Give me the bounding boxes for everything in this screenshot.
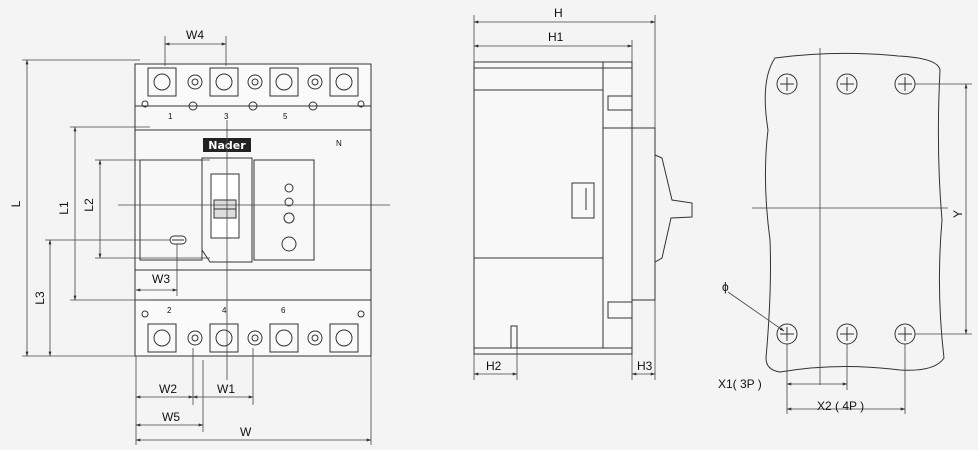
bottom-terminal-block [134,299,372,357]
accessory-panel [253,159,315,261]
terminal-label-3: 3 [224,112,229,121]
mounting-dimensions [727,48,972,414]
terminal-label-5: 5 [283,112,288,121]
dim-H1: H1 [548,30,564,44]
terminal-label-4: 4 [222,306,227,315]
terminal-label-1: 1 [168,112,173,121]
side-dimensions [473,15,656,380]
dim-W1: W1 [217,382,235,396]
front-dimensions [22,36,390,445]
indicator-1 [284,183,294,193]
front-view [134,63,372,357]
top-terminal-block [134,63,372,107]
dim-H3: H3 [637,359,653,373]
terminal-label-2: 2 [167,306,172,315]
dim-X2: X2 ( 4P ) [817,399,864,413]
mounting-plate-outline [764,52,945,373]
side-view [473,61,693,355]
mounting-holes [776,73,916,345]
dim-X1: X1( 3P ) [718,377,762,391]
handle-housing [201,157,253,263]
reset-button[interactable] [281,236,297,252]
side-handle [654,154,693,263]
dim-L: L [9,200,23,207]
terminal-label-6: 6 [281,306,286,315]
dim-W: W [240,425,252,439]
dim-W3: W3 [152,272,170,286]
dim-W4: W4 [186,28,204,42]
dim-Y: Y [951,210,965,218]
mounting-view [764,52,945,373]
test-button[interactable] [283,212,295,224]
dim-phi: ϕ [722,280,729,294]
bottom-terminals [141,310,365,353]
breaker-body [134,105,372,301]
dim-L3: L3 [33,291,47,305]
dim-W2: W2 [159,382,177,396]
dim-H2: H2 [486,359,502,373]
dim-L2: L2 [82,198,96,212]
indicator-2 [284,197,294,207]
dim-H: H [554,6,563,20]
dim-W5: W5 [162,410,180,424]
top-terminals [141,67,365,111]
dim-L1: L1 [57,201,71,215]
side-body [473,61,633,355]
neutral-label: N [336,139,342,148]
